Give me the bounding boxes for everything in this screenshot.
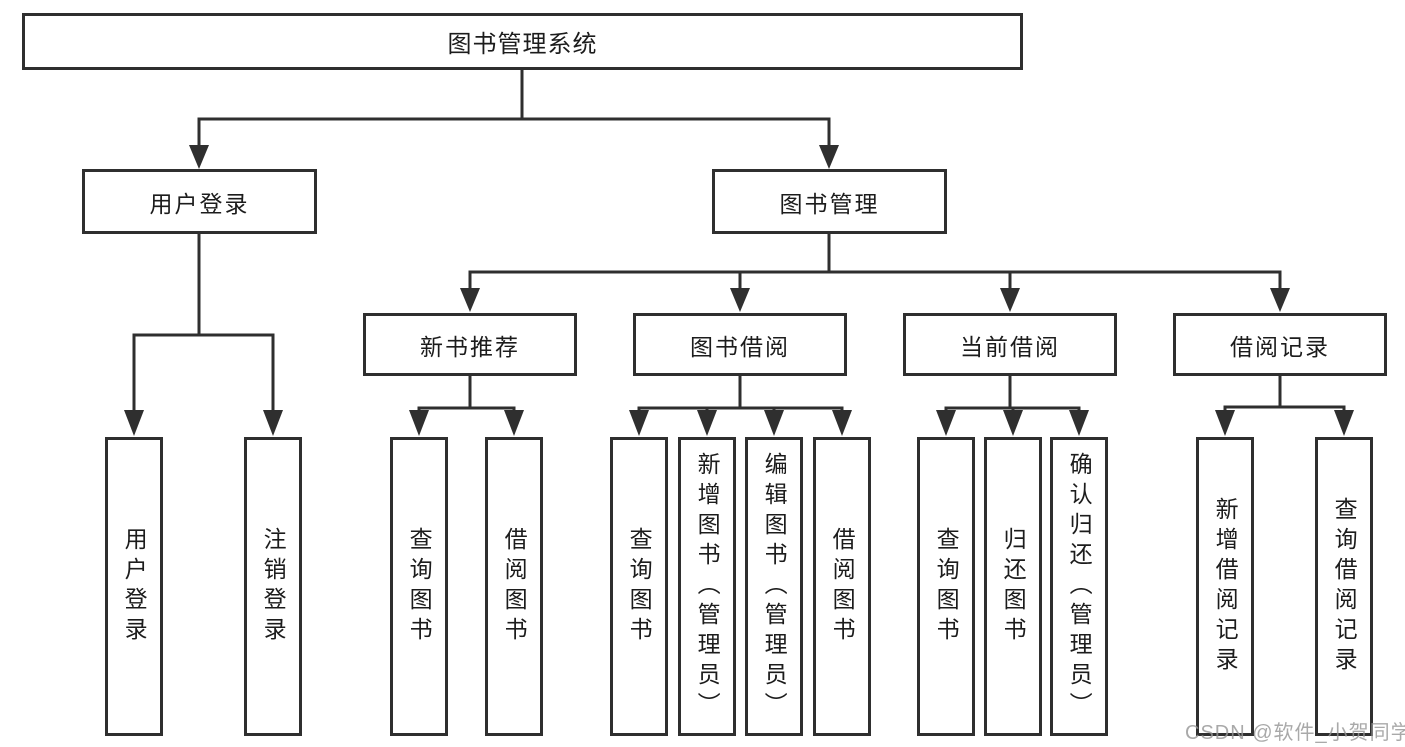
connector-line — [417, 406, 516, 412]
leaf-edit-book-admin: 编辑图书（管理员） — [745, 437, 803, 736]
node-label: 图书借阅 — [690, 333, 790, 360]
arrow-down-icon — [460, 288, 480, 312]
leaf-confirm-return-admin: 确认归还（管理员） — [1050, 437, 1108, 736]
arrow-down-icon — [819, 145, 839, 169]
leaf-label: 编辑图书（管理员） — [761, 451, 788, 722]
leaf-label: 用户登录 — [121, 526, 148, 647]
arrow-down-icon — [1215, 410, 1235, 436]
leaf-label: 查询借阅记录 — [1331, 496, 1358, 677]
leaf-add-book-admin: 新增图书（管理员） — [678, 437, 736, 736]
leaf-query-books-recommend: 查询图书 — [390, 437, 448, 736]
leaf-logout: 注销登录 — [244, 437, 302, 736]
connector-line — [132, 333, 275, 412]
leaf-label: 确认归还（管理员） — [1066, 451, 1093, 722]
node-label: 图书管理 — [779, 190, 880, 217]
node-root: 图书管理系统 — [22, 13, 1023, 70]
leaf-add-borrow-record: 新增借阅记录 — [1196, 437, 1254, 736]
arrow-down-icon — [730, 288, 750, 312]
arrow-down-icon — [1334, 410, 1354, 436]
arrow-down-icon — [764, 410, 784, 436]
leaf-borrow-books: 借阅图书 — [813, 437, 871, 736]
node-label: 当前借阅 — [960, 333, 1060, 360]
leaf-label: 查询图书 — [626, 526, 653, 647]
arrow-down-icon — [124, 410, 144, 436]
node-label: 新书推荐 — [420, 333, 520, 360]
node-label: 用户登录 — [149, 190, 250, 217]
leaf-borrow-books-recommend: 借阅图书 — [485, 437, 543, 736]
leaf-label: 新增借阅记录 — [1212, 496, 1239, 677]
connector-line — [197, 117, 831, 147]
arrow-down-icon — [697, 410, 717, 436]
arrow-down-icon — [409, 410, 429, 436]
node-user-login: 用户登录 — [82, 169, 317, 234]
leaf-user-login: 用户登录 — [105, 437, 163, 736]
arrow-down-icon — [1069, 410, 1089, 436]
node-book-borrowing: 图书借阅 — [633, 313, 847, 376]
arrow-down-icon — [504, 410, 524, 436]
leaf-label: 新增图书（管理员） — [694, 451, 721, 722]
node-root-label: 图书管理系统 — [447, 31, 598, 58]
leaf-return-books: 归还图书 — [984, 437, 1042, 736]
node-borrowing-records: 借阅记录 — [1173, 313, 1387, 376]
leaf-query-books-borrow: 查询图书 — [610, 437, 668, 736]
arrow-down-icon — [936, 410, 956, 436]
leaf-label: 查询图书 — [406, 526, 433, 647]
arrow-down-icon — [1000, 288, 1020, 312]
arrow-down-icon — [189, 145, 209, 169]
node-label: 借阅记录 — [1230, 333, 1330, 360]
node-book-management: 图书管理 — [712, 169, 947, 234]
leaf-label: 借阅图书 — [501, 526, 528, 647]
arrow-down-icon — [1270, 288, 1290, 312]
arrow-down-icon — [263, 410, 283, 436]
leaf-label: 注销登录 — [260, 526, 287, 647]
arrow-down-icon — [1003, 410, 1023, 436]
connector-line — [468, 270, 1282, 290]
connector-line — [1223, 405, 1346, 412]
arrow-down-icon — [629, 410, 649, 436]
csdn-watermark: CSDN @软件_小贺同学 — [1185, 722, 1405, 744]
leaf-label: 查询图书 — [933, 526, 960, 647]
leaf-query-borrow-record: 查询借阅记录 — [1315, 437, 1373, 736]
node-current-borrowing: 当前借阅 — [903, 313, 1117, 376]
leaf-label: 归还图书 — [1000, 526, 1027, 647]
node-new-book-recommend: 新书推荐 — [363, 313, 577, 376]
leaf-query-books-current: 查询图书 — [917, 437, 975, 736]
arrow-down-icon — [832, 410, 852, 436]
leaf-label: 借阅图书 — [829, 526, 856, 647]
connector-line — [637, 406, 844, 412]
